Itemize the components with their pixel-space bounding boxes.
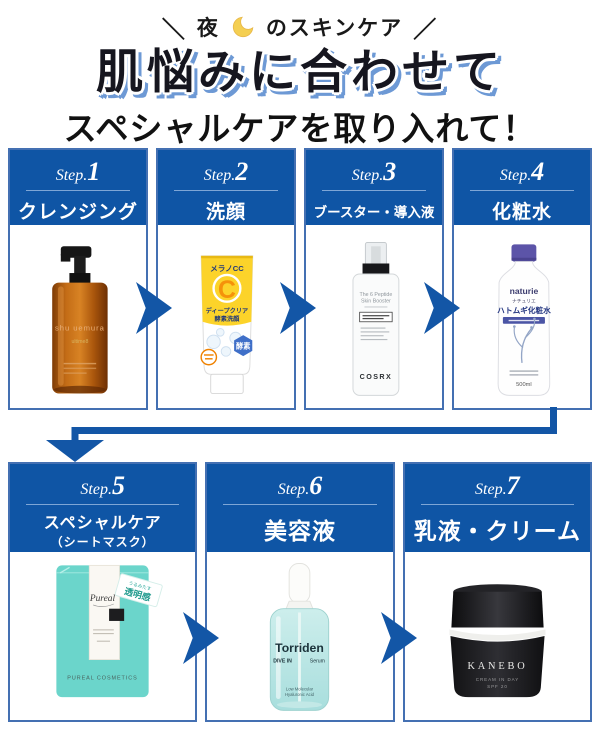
face-wash-tube-illustration: メラノCC C ディープクリア 酵素洗顔 酵素 — [200, 254, 254, 394]
product-volume-text: 500ml — [516, 381, 532, 387]
divider — [420, 504, 574, 505]
step-card-7: Step.7 乳液・クリーム — [402, 462, 592, 722]
product-small1-text: Low Molecular — [286, 687, 314, 692]
divider — [470, 190, 574, 191]
crescent-moon-icon — [230, 14, 256, 40]
step-2-header: Step.2 洗顔 — [158, 150, 294, 225]
step-1-label: Step. — [55, 167, 88, 184]
step-7-number: 7 — [506, 471, 520, 500]
step-2-label: Step. — [203, 167, 236, 184]
step-card-1: Step.1 クレンジング — [8, 148, 148, 410]
page-title: 肌悩みに合わせて — [96, 45, 504, 98]
step-1-number: 1 — [87, 157, 101, 186]
step-5-number: 5 — [111, 471, 125, 500]
product-kana-text: ナチュリエ — [512, 298, 536, 304]
serum-bottle-illustration: Torriden DIVE IN Serum Low Molecular Hya… — [270, 563, 330, 711]
step-4-label: Step. — [499, 167, 532, 184]
step-1-name: クレンジング — [17, 202, 138, 223]
step-card-3: Step.3 ブースター・導入液 The 6 Peptide Skin Boos… — [304, 148, 444, 410]
divider — [322, 190, 426, 191]
step-1-header: Step.1 クレンジング — [10, 150, 146, 225]
divider — [26, 190, 130, 191]
tagline-close-slash: ／ — [413, 16, 439, 42]
product-line1-text: ディープクリア — [206, 307, 249, 315]
step-7-name: 乳液・クリーム — [413, 518, 581, 544]
step-5-name-sub: （シートマスク） — [50, 535, 155, 549]
product-line1-text: The 6 Peptide — [360, 291, 393, 297]
step-4-header: Step.4 化粧水 — [454, 150, 590, 225]
divider — [26, 504, 180, 505]
product-line2-text: Skin Booster — [361, 298, 391, 304]
product-small2-text: Hyaluronic Acid — [285, 692, 315, 697]
product-brand-text: shu uemura — [55, 323, 105, 332]
step-7-header: Step.7 乳液・クリーム — [404, 464, 590, 552]
step-5-product-image: Pureal うるみたす 透明感 PUREAL COSMETICS — [10, 552, 196, 720]
step-card-5: Step.5 スペシャルケア （シートマスク） Pureal — [8, 462, 198, 722]
product-emblem-letter: C — [218, 276, 236, 303]
booster-bottle-illustration: The 6 Peptide Skin Booster COSRX — [352, 241, 400, 396]
product-name-text: ハトムギ化粧水 — [497, 305, 551, 315]
tagline-pre-moon: 夜 — [196, 17, 220, 40]
divider — [174, 190, 278, 191]
tagline: ＼ 夜 のスキンケア ／ — [0, 0, 600, 44]
step-2-number: 2 — [235, 157, 249, 186]
steps-row-1: Step.1 クレンジング — [8, 148, 592, 410]
step-2-product-image: メラノCC C ディープクリア 酵素洗顔 酵素 — [158, 225, 294, 408]
step-6-name: 美容液 — [263, 518, 336, 544]
step-3-name: ブースター・導入液 — [313, 205, 435, 220]
product-line-text: ultime8 — [71, 338, 88, 344]
toner-bottle-illustration: naturie ナチュリエ ハトムギ化粧水 500ml — [497, 243, 551, 396]
step-4-number: 4 — [531, 157, 545, 186]
step-4-name: 化粧水 — [491, 202, 552, 223]
step-3-header: Step.3 ブースター・導入液 — [306, 150, 442, 225]
step-6-product-image: Torriden DIVE IN Serum Low Molecular Hya… — [207, 552, 393, 720]
step-7-product-image: KANEBO CREAM IN DAY SPF 20 — [404, 552, 590, 720]
step-card-4: Step.4 化粧水 naturie ナチュリエ ハトムギ化粧水 — [452, 148, 592, 410]
step-7-label: Step. — [475, 481, 507, 498]
steps-row-2: Step.5 スペシャルケア （シートマスク） Pureal — [8, 462, 592, 722]
product-script-text: Pureal — [89, 594, 116, 604]
step-5-name: スペシャルケア — [43, 515, 162, 532]
step-card-2: Step.2 洗顔 メラノCC C ディープクリア 酵素洗顔 — [156, 148, 296, 410]
step-3-number: 3 — [383, 157, 397, 186]
step-3-label: Step. — [351, 167, 384, 184]
product-line1-text: CREAM IN DAY — [476, 677, 519, 682]
divider — [223, 504, 377, 505]
product-footer-text: PUREAL COSMETICS — [67, 675, 137, 681]
step-1-product-image: shu uemura ultime8 — [10, 225, 146, 408]
tagline-post-moon: のスキンケア — [265, 17, 404, 40]
page-subtitle: スペシャルケアを取り入れて！ — [63, 109, 537, 147]
product-line2-text: SPF 20 — [487, 684, 508, 689]
step-6-label: Step. — [277, 481, 310, 498]
step-6-header: Step.6 美容液 — [207, 464, 393, 552]
step-5-label: Step. — [80, 481, 112, 498]
step-5-header: Step.5 スペシャルケア （シートマスク） — [10, 464, 196, 552]
product-subright-text: Serum — [310, 658, 325, 664]
cream-jar-illustration: KANEBO CREAM IN DAY SPF 20 — [449, 584, 546, 698]
step-2-name: 洗顔 — [205, 202, 246, 223]
product-brand-text: Torriden — [276, 641, 325, 655]
product-brand-text: naturie — [510, 286, 539, 296]
product-brand-text: メラノCC — [210, 264, 244, 273]
step-4-product-image: naturie ナチュリエ ハトムギ化粧水 500ml — [454, 225, 590, 408]
product-brand-text: KANEBO — [467, 661, 527, 672]
product-badge-text: 酵素 — [236, 341, 250, 350]
step-6-number: 6 — [309, 471, 323, 500]
product-brand-text: COSRX — [360, 373, 393, 381]
sheet-mask-pouch-illustration: Pureal うるみたす 透明感 PUREAL COSMETICS — [56, 564, 163, 698]
product-line2-text: 酵素洗顔 — [215, 314, 241, 322]
tagline-open-slash: ＼ — [161, 16, 187, 42]
product-subleft-text: DIVE IN — [274, 658, 293, 664]
arrow-step4-to-step5 — [46, 407, 557, 462]
step-card-6: Step.6 美容液 Torriden DI — [205, 462, 395, 722]
step-3-product-image: The 6 Peptide Skin Booster COSRX — [306, 225, 442, 408]
cleansing-oil-bottle-illustration: shu uemura ultime8 — [52, 245, 108, 393]
